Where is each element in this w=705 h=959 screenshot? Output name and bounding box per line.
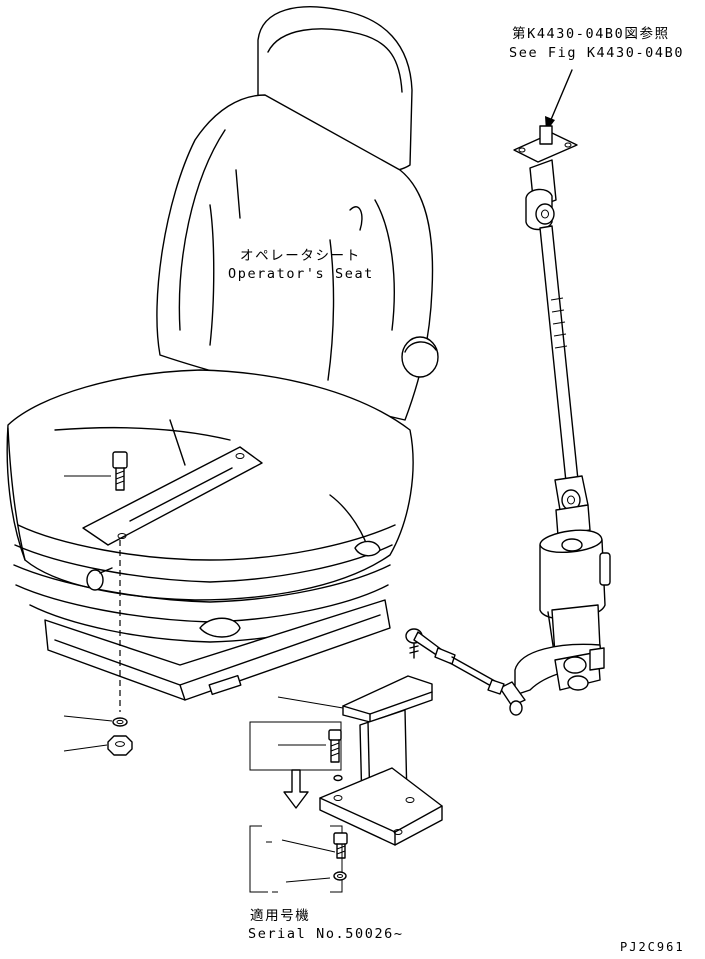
seat-label-en: Operator's Seat: [228, 266, 374, 282]
operator-seat: [6, 6, 439, 701]
reference-figure-jp: 第K4430-04B0図参照: [512, 26, 670, 42]
seat-label-jp: オペレータシート: [240, 248, 361, 264]
serial-label-jp: 適用号機: [250, 908, 311, 924]
steering-column: [499, 69, 611, 716]
change-arrow: [283, 769, 309, 809]
reference-figure-en: See Fig K4430-04B0: [509, 45, 685, 61]
nut: [107, 735, 133, 756]
serial-label-en: Serial No.50026~: [248, 926, 404, 942]
pedestal-bracket: [319, 675, 443, 846]
callout-box-serial: [249, 825, 348, 893]
washer: [112, 717, 128, 727]
leader-nut: [63, 744, 108, 752]
drawing-code: PJ2C961: [620, 940, 685, 954]
shift-linkage-rod: [405, 628, 505, 695]
seat-bolt: [112, 451, 128, 491]
leader-bracket: [277, 696, 344, 709]
leader-washer: [63, 715, 113, 722]
